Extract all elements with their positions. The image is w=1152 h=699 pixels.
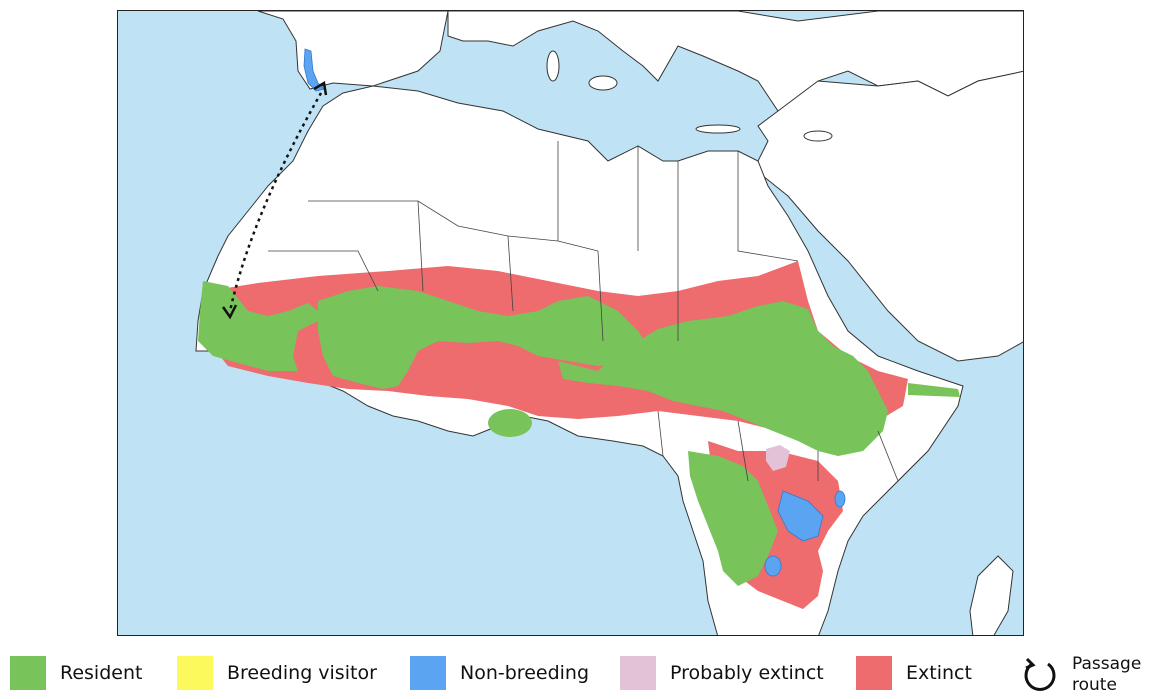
legend-probably-extinct: Probably extinct [620, 655, 824, 691]
non-breeding-east-africa-1 [777, 490, 824, 542]
land-cyprus [803, 130, 833, 142]
circular-arrow-icon [1024, 657, 1056, 691]
resident-horn-strip [908, 383, 960, 397]
passage-route-arrow-north [313, 80, 328, 96]
legend-non-breeding: Non-breeding [410, 655, 589, 691]
legend-label-breeding-visitor: Breeding visitor [227, 662, 377, 684]
legend-swatch-resident [10, 656, 46, 690]
legend-label-non-breeding: Non-breeding [460, 662, 590, 684]
land-sardinia [546, 50, 560, 82]
resident-west-africa [198, 281, 318, 371]
legend-resident: Resident [10, 655, 142, 691]
legend-extinct: Extinct [856, 655, 972, 691]
passage-route-line [228, 92, 323, 312]
legend-swatch-extinct [856, 656, 892, 690]
land-europe [447, 11, 1023, 112]
legend-passage-label-2: route [1072, 675, 1117, 695]
resident-east [688, 451, 778, 586]
legend-label-extinct: Extinct [906, 662, 972, 684]
land-crete [695, 124, 741, 134]
map-svg [118, 11, 1023, 635]
resident-range [198, 281, 960, 586]
non-breeding-east-africa-3 [834, 490, 846, 508]
legend-swatch-breeding-visitor [177, 656, 213, 690]
legend-passage-route: Passage route [1072, 654, 1141, 696]
land-madagascar [969, 555, 1014, 635]
legend-passage-label-1: Passage [1072, 654, 1142, 674]
passage-route-arrow-south [221, 304, 238, 320]
resident-mali-niger [318, 286, 648, 389]
legend-label-probably-extinct: Probably extinct [670, 662, 824, 684]
legend-label-resident: Resident [60, 662, 143, 684]
probably-extinct-range [766, 445, 790, 471]
legend-swatch-non-breeding [410, 656, 446, 690]
legend-swatch-probably-extinct [620, 656, 656, 690]
legend-breeding-visitor: Breeding visitor [177, 655, 377, 691]
country-borders [268, 141, 899, 482]
non-breeding-east-africa-2 [764, 555, 782, 577]
land-sicily [588, 75, 618, 91]
resident-central [558, 301, 888, 456]
range-map [117, 10, 1024, 636]
resident-patch [488, 409, 532, 437]
